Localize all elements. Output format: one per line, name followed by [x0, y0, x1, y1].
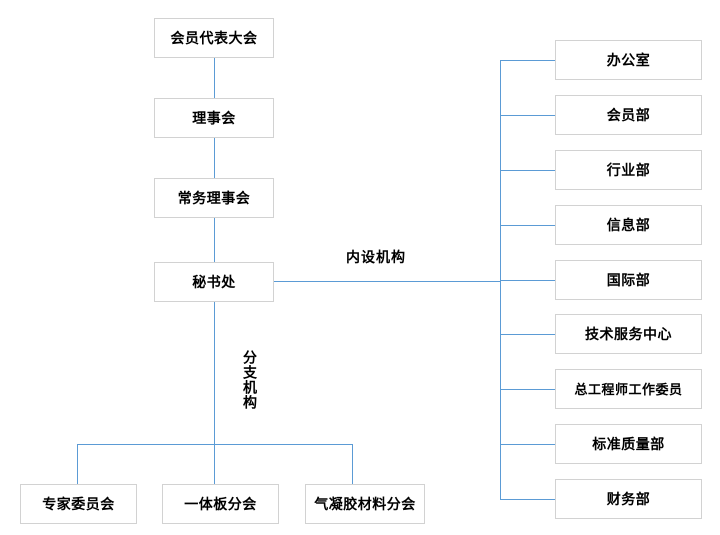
- node-finance[interactable]: 财务部: [555, 479, 702, 519]
- connector-stub-chief-engineer-cmte: [500, 389, 555, 390]
- node-chief-engineer-cmte[interactable]: 总工程师工作委员: [555, 369, 702, 409]
- node-expert-committee[interactable]: 专家委员会: [20, 484, 137, 524]
- node-information[interactable]: 信息部: [555, 205, 702, 245]
- connector-stub-information: [500, 225, 555, 226]
- connector-drop-integrated-board: [214, 444, 215, 484]
- connector-internal-trunk: [500, 60, 501, 499]
- connector-stub-membership: [500, 115, 555, 116]
- connector-standing-to-secretariat: [214, 218, 215, 262]
- node-integrated-board[interactable]: 一体板分会: [162, 484, 279, 524]
- node-council[interactable]: 理事会: [154, 98, 274, 138]
- node-secretariat[interactable]: 秘书处: [154, 262, 274, 302]
- node-tech-service-center[interactable]: 技术服务中心: [555, 314, 702, 354]
- connector-secretariat-to-branch-bus: [214, 302, 215, 444]
- connector-stub-industry: [500, 170, 555, 171]
- connector-assembly-to-council: [214, 58, 215, 98]
- node-assembly[interactable]: 会员代表大会: [154, 18, 274, 58]
- connector-stub-office: [500, 60, 555, 61]
- node-membership[interactable]: 会员部: [555, 95, 702, 135]
- connector-stub-tech-service-center: [500, 334, 555, 335]
- connector-stub-international: [500, 280, 555, 281]
- node-international[interactable]: 国际部: [555, 260, 702, 300]
- label-internal-departments: 内设机构: [346, 249, 406, 265]
- connector-drop-expert-committee: [77, 444, 78, 484]
- connector-secretariat-to-internal-trunk: [274, 281, 501, 282]
- node-standing-council[interactable]: 常务理事会: [154, 178, 274, 218]
- label-branch-organizations: 分支机构: [242, 350, 258, 410]
- connector-stub-finance: [500, 499, 555, 500]
- node-standards-quality[interactable]: 标准质量部: [555, 424, 702, 464]
- connector-branch-bus: [77, 444, 353, 445]
- node-office[interactable]: 办公室: [555, 40, 702, 80]
- connector-council-to-standing: [214, 138, 215, 178]
- node-aerogel-material[interactable]: 气凝胶材料分会: [305, 484, 425, 524]
- connector-drop-aerogel-material: [352, 444, 353, 484]
- connector-stub-standards-quality: [500, 444, 555, 445]
- node-industry[interactable]: 行业部: [555, 150, 702, 190]
